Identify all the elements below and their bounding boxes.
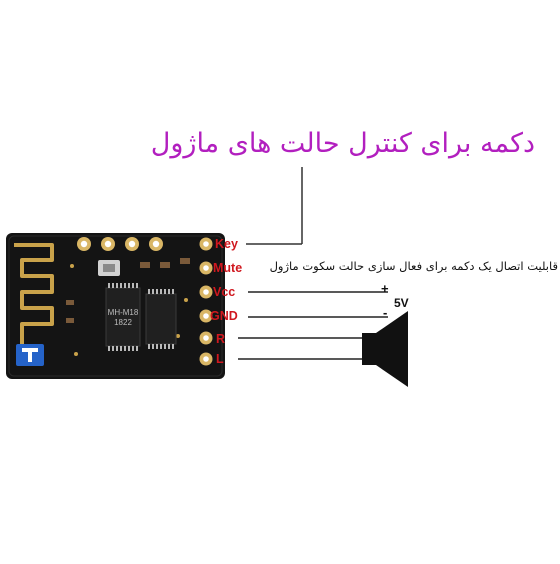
pin-pad-hole xyxy=(203,335,209,341)
pin-label-mute: Mute xyxy=(213,261,243,275)
mute-note-label: قابلیت اتصال یک دکمه برای فعال سازی حالت… xyxy=(269,259,558,273)
led-lens xyxy=(103,264,115,272)
chip-leg xyxy=(152,289,154,294)
amp-chip xyxy=(145,293,177,345)
chip-leg xyxy=(148,344,150,349)
chip-leg xyxy=(124,283,126,288)
chip-pins xyxy=(108,283,174,351)
chip-date-label: 1822 xyxy=(114,318,132,327)
chip-leg xyxy=(128,283,130,288)
pin-pad-hole xyxy=(203,356,209,362)
chip-model-label: MH-M18 xyxy=(107,308,139,317)
chip-leg xyxy=(164,289,166,294)
chip-leg xyxy=(132,283,134,288)
chip-leg xyxy=(136,346,138,351)
top-holes xyxy=(77,237,163,251)
capacitor xyxy=(140,262,150,268)
chip-leg xyxy=(164,344,166,349)
pin-label-key: Key xyxy=(215,237,238,251)
chip-leg xyxy=(172,344,174,349)
speaker-icon xyxy=(362,311,408,387)
pin-label-vcc: Vcc xyxy=(213,285,236,299)
chip-leg xyxy=(108,346,110,351)
chip-leg xyxy=(128,346,130,351)
t-logo-icon xyxy=(16,344,44,366)
chip-leg xyxy=(116,346,118,351)
minus-sign: - xyxy=(383,305,388,320)
chip-leg xyxy=(152,344,154,349)
resistor xyxy=(66,300,74,305)
resistor xyxy=(66,318,74,323)
pin-pads xyxy=(199,237,213,366)
chip-leg xyxy=(160,289,162,294)
chip-marking: MH-M18 1822 xyxy=(106,308,140,328)
chip-leg xyxy=(156,344,158,349)
pin-label-r: R xyxy=(216,332,226,346)
chip-leg xyxy=(116,283,118,288)
chip-leg xyxy=(168,289,170,294)
pin-pad-hole xyxy=(203,265,209,271)
chip-leg xyxy=(120,283,122,288)
main-chip xyxy=(105,287,141,347)
pin-label-l: L xyxy=(216,352,224,366)
chip-leg xyxy=(112,346,114,351)
chip-leg xyxy=(136,283,138,288)
chip-leg xyxy=(168,344,170,349)
pin-pad-hole xyxy=(203,241,209,247)
capacitor xyxy=(180,258,190,264)
chip-leg xyxy=(160,344,162,349)
chip-leg xyxy=(112,283,114,288)
capacitor xyxy=(160,262,170,268)
chip-leg xyxy=(120,346,122,351)
antenna-trace xyxy=(14,243,54,344)
plus-sign: + xyxy=(381,281,389,296)
chip-leg xyxy=(148,289,150,294)
chip-leg xyxy=(172,289,174,294)
chip-leg xyxy=(132,346,134,351)
pin-pad-hole xyxy=(203,289,209,295)
title-label: دکمه برای کنترل حالت های ماژول xyxy=(150,128,535,159)
chip-leg xyxy=(156,289,158,294)
chip-leg xyxy=(124,346,126,351)
chip-leg xyxy=(108,283,110,288)
voltage-label: 5V xyxy=(394,296,409,310)
pin-pad-hole xyxy=(203,313,209,319)
pin-label-gnd: GND xyxy=(210,309,238,323)
